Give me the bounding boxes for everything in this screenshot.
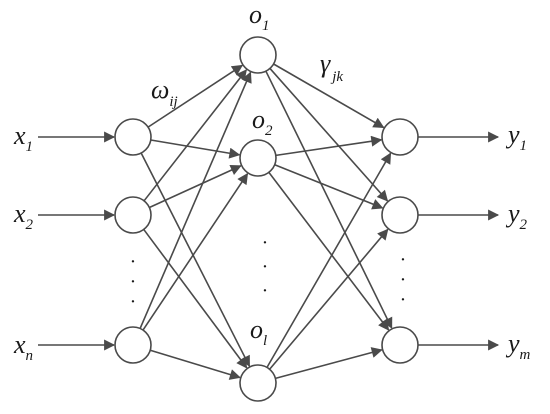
edge-input-3-hidden-3	[149, 349, 241, 380]
edge-hidden-3-output-3	[275, 347, 383, 380]
input-ellipsis-dot-1: ·	[130, 251, 137, 273]
edge-input-1-hidden-2	[150, 139, 241, 159]
edge-input-2-hidden-1	[143, 69, 247, 202]
hidden-node-3	[239, 364, 277, 402]
edge-input-1-hidden-3	[140, 152, 251, 368]
hidden-ellipsis-dot-1: ·	[262, 232, 269, 254]
connections	[139, 63, 393, 380]
edge-input-1-hidden-1	[147, 64, 244, 128]
edge-hidden-3-output-1	[266, 152, 392, 368]
nodes	[114, 36, 419, 402]
edge-hidden-3-output-2	[269, 228, 389, 370]
input-label-x2: x2	[13, 199, 34, 233]
weight-label-omega-ij: ωij	[151, 75, 178, 110]
edge-input-2-hidden-2	[149, 164, 242, 209]
hidden-label-ol: ol	[250, 315, 267, 349]
output-node-2	[381, 196, 419, 234]
hidden-label-o1: o1	[249, 0, 270, 34]
hidden-node-1	[239, 36, 277, 74]
output-node-1	[381, 118, 419, 156]
input-ellipsis-dot-3: ·	[130, 291, 137, 313]
input-ellipsis-dot-2: ·	[130, 271, 137, 293]
io-arrows	[38, 131, 500, 351]
input-node-2	[114, 196, 152, 234]
edge-input-3-hidden-1	[139, 71, 252, 329]
input-node-1	[114, 118, 152, 156]
input-node-3	[114, 326, 152, 364]
hidden-label-o2: o2	[252, 105, 273, 139]
edge-input-3-hidden-2	[142, 172, 249, 331]
output-node-3	[381, 326, 419, 364]
input-label-x1: x1	[13, 121, 33, 155]
edge-input-2-hidden-3	[143, 228, 248, 369]
edge-hidden-2-output-1	[275, 135, 383, 157]
edge-hidden-1-output-1	[273, 63, 385, 129]
output-ellipsis-dot-3: ·	[400, 289, 407, 311]
output-ellipsis-dot-1: ·	[400, 249, 407, 271]
hidden-node-2	[239, 139, 277, 177]
ellipsis-dots: ·········	[130, 232, 407, 313]
output-label-ym: ym	[505, 329, 531, 363]
output-label-y1: y1	[505, 120, 527, 154]
input-label-xn: xn	[13, 330, 33, 364]
hidden-ellipsis-dot-3: ·	[262, 280, 269, 302]
output-ellipsis-dot-2: ·	[400, 269, 407, 291]
output-label-y2: y2	[505, 199, 528, 233]
edge-hidden-2-output-3	[268, 171, 390, 331]
edge-hidden-1-output-2	[269, 67, 389, 202]
hidden-ellipsis-dot-2: ·	[262, 256, 269, 278]
edge-hidden-1-output-3	[265, 70, 393, 329]
edge-hidden-2-output-2	[274, 163, 384, 210]
